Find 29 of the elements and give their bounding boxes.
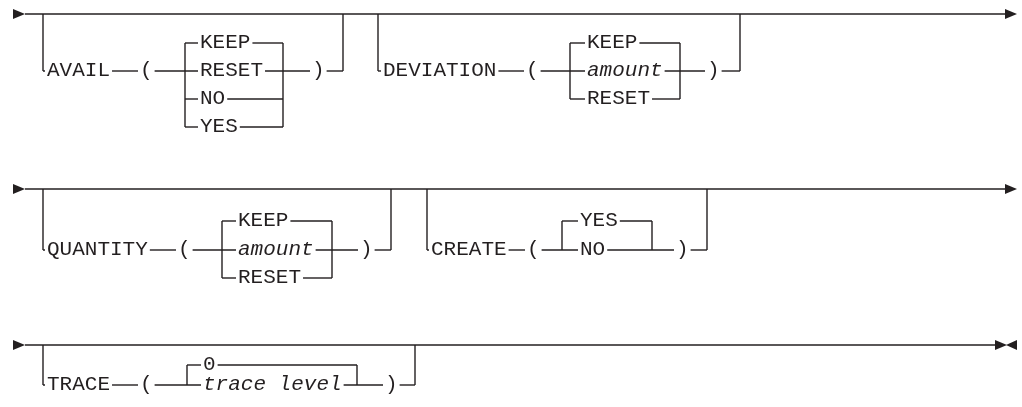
parenthesis: ( [526,60,539,82]
keyword: NO [580,239,606,261]
parenthesis: ) [360,239,373,261]
keyword: TRACE [47,374,110,396]
keyword: QUANTITY [47,239,148,261]
keyword: RESET [200,60,263,82]
keyword: DEVIATION [383,60,497,82]
parenthesis: ( [527,239,540,261]
variable: amount [587,60,663,82]
keyword: CREATE [431,239,507,261]
parenthesis: ) [385,374,398,396]
parenthesis: ) [676,239,689,261]
keyword: RESET [587,88,650,110]
keyword: KEEP [587,32,638,54]
keyword: RESET [238,267,301,289]
keyword: KEEP [238,210,289,232]
parenthesis: ( [140,60,153,82]
keyword: KEEP [200,32,251,54]
parenthesis: ( [178,239,191,261]
parenthesis: ( [140,374,153,396]
keyword: YES [580,210,618,232]
variable: trace level [203,374,342,396]
variable: amount [238,239,314,261]
keyword: YES [200,116,238,138]
keyword: 0 [203,354,216,376]
parenthesis: ) [312,60,325,82]
parenthesis: ) [707,60,720,82]
keyword: AVAIL [47,60,110,82]
keyword: NO [200,88,226,110]
